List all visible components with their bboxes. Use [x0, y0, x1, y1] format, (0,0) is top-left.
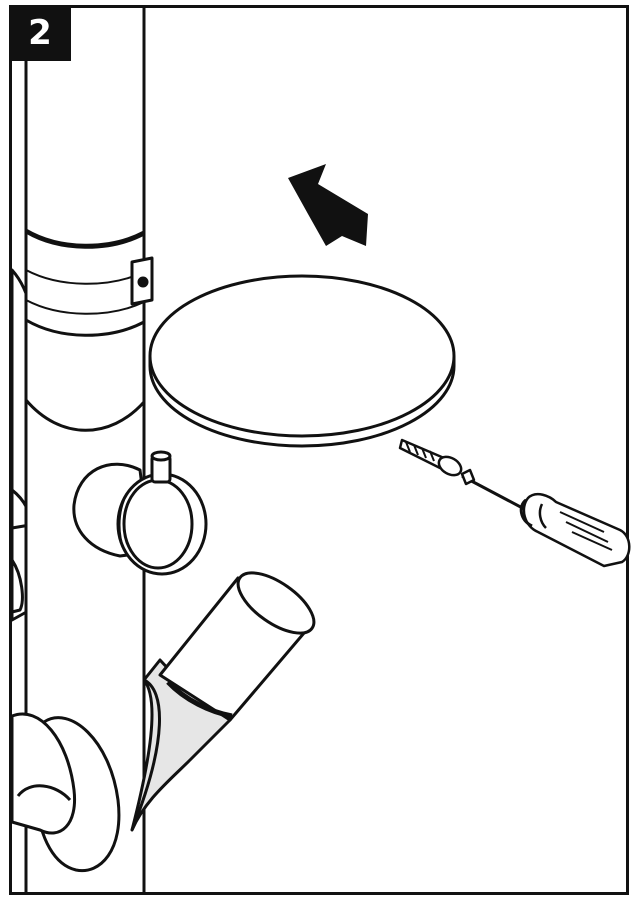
pole-clamp	[24, 228, 154, 432]
step-number: 2	[28, 13, 52, 53]
coat-hook-cone	[130, 571, 316, 832]
round-shelf-disc	[148, 274, 456, 448]
arrow-up-left-icon	[288, 164, 368, 246]
screwdriver-icon	[460, 468, 631, 568]
screw-icon	[398, 438, 463, 477]
coat-hook-knob	[72, 450, 208, 576]
lower-hook	[10, 712, 121, 873]
step-number-badge: 2	[9, 5, 71, 61]
